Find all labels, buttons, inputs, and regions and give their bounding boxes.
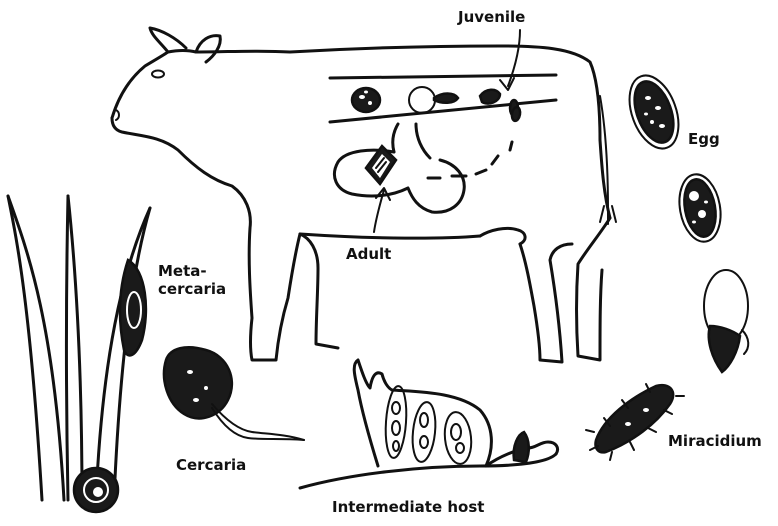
gut-egg: [352, 88, 380, 112]
cercaria: [164, 347, 304, 440]
label-metacercaria-line1: Meta-: [158, 262, 207, 280]
label-cercaria: Cercaria: [176, 456, 246, 474]
snail-intermediate-host: [300, 360, 558, 488]
label-adult: Adult: [346, 245, 391, 263]
egg-stage-1: [620, 69, 687, 155]
label-intermediate-host: Intermediate host: [332, 498, 484, 516]
liver-outline: [334, 150, 464, 212]
label-miracidium: Miracidium: [668, 432, 762, 450]
label-metacercaria-line2: cercaria: [158, 280, 226, 298]
metacercaria-cyst-bottom: [74, 468, 118, 512]
label-egg: Egg: [688, 130, 720, 148]
metacercaria-on-grass: [120, 260, 146, 355]
label-juvenile: Juvenile: [458, 8, 525, 26]
egg-stage-2: [674, 171, 725, 245]
miracidium-hatching: [704, 270, 748, 372]
juvenile-pointer-arrow: [500, 30, 520, 90]
